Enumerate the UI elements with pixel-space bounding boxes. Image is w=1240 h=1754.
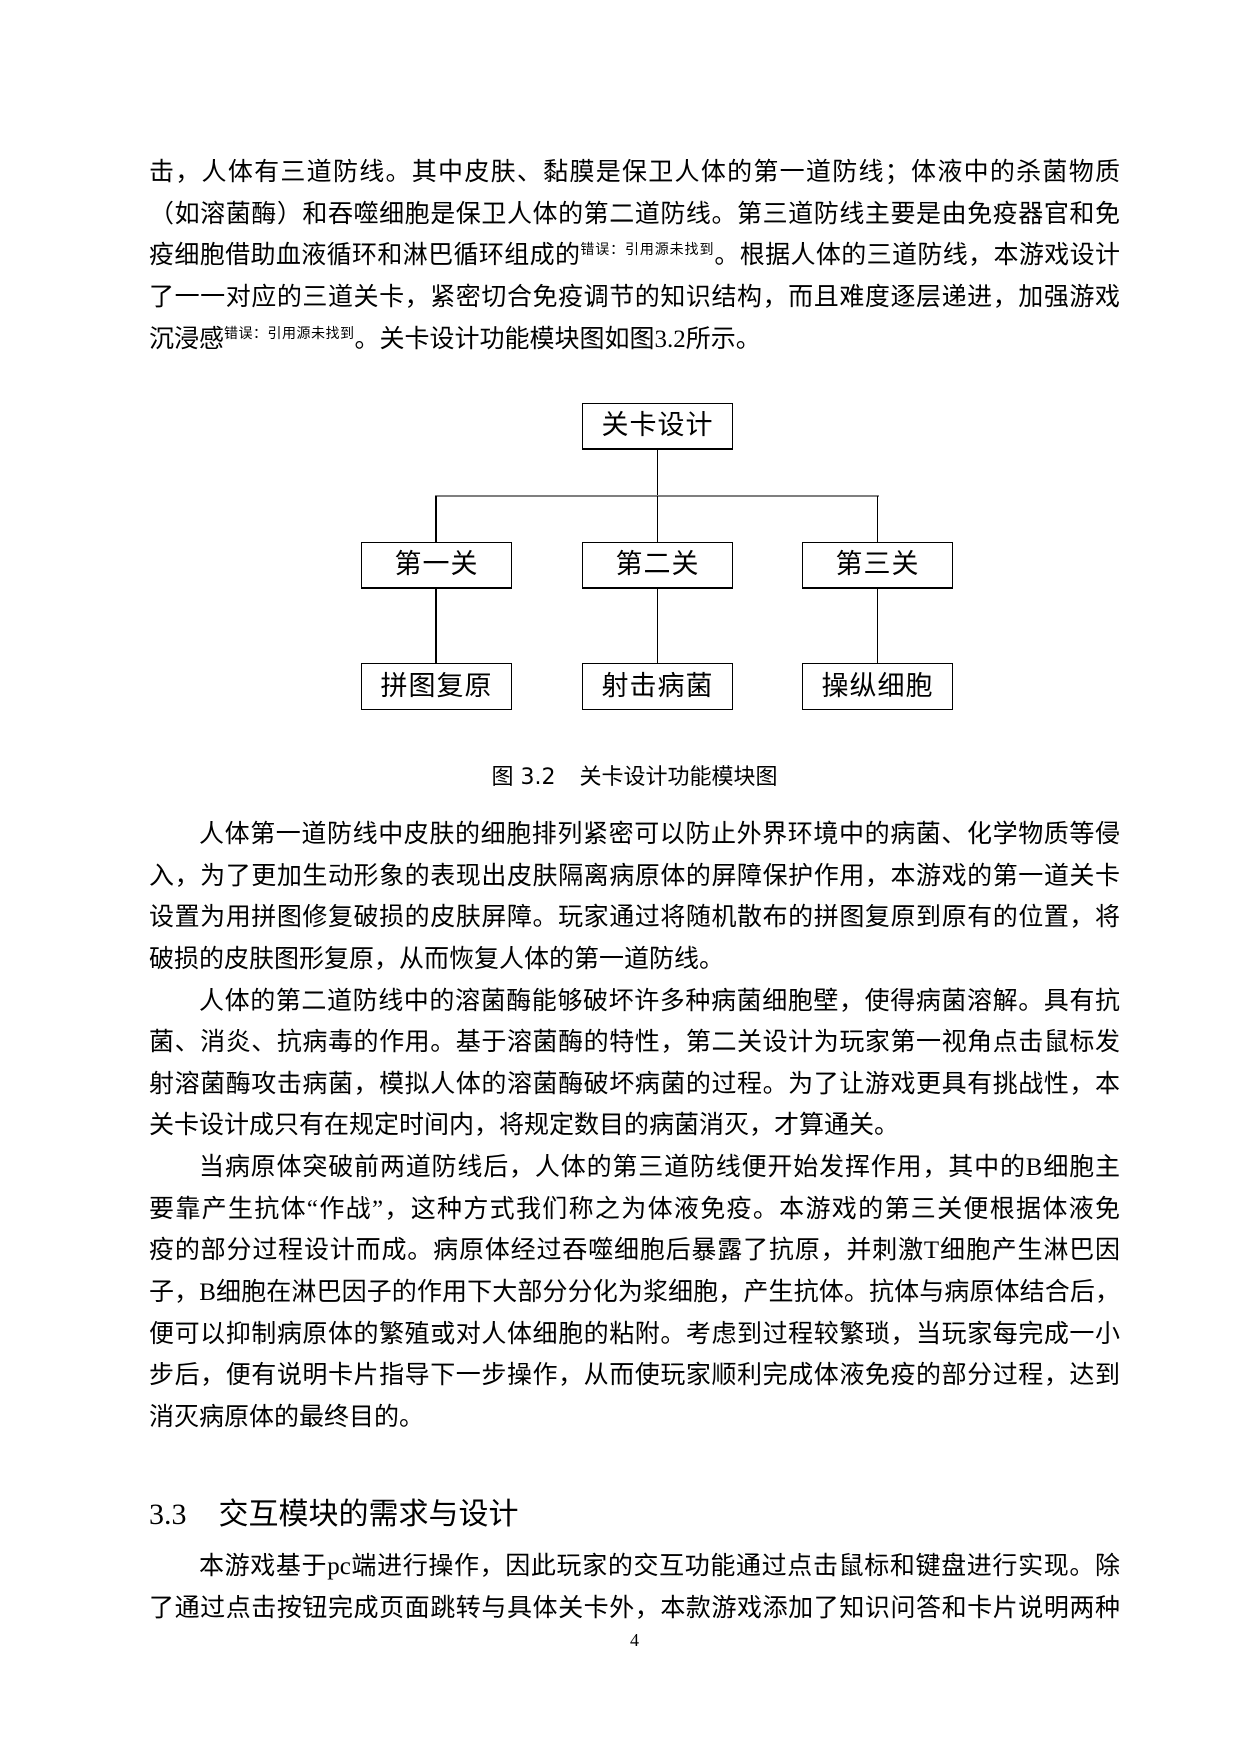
paragraph: 人体第一道防线中皮肤的细胞排列紧密可以防止外界环境中的病菌、化学物质等侵 入，为… <box>149 814 1120 981</box>
text-line: 设置为用拼图修复破损的皮肤屏障。玩家通过将随机散布的拼图复原到原有的位置，将 <box>149 904 1120 932</box>
diagram-node-level-2: 第二关 <box>582 542 733 589</box>
text-line: 便可以抑制病原体的繁殖或对人体细胞的粘附。考虑到过程较繁琐，当玩家每完成一小 <box>149 1320 1120 1348</box>
diagram-node-level-3: 第三关 <box>802 542 953 589</box>
text-line: 入，为了更加生动形象的表现出皮肤隔离病原体的屏障保护作用，本游戏的第一道关卡 <box>149 862 1120 890</box>
text-line: 了通过点击按钮完成页面跳转与具体关卡外，本款游戏添加了知识问答和卡片说明两种 <box>149 1594 1120 1622</box>
body-paragraphs: 人体第一道防线中皮肤的细胞排列紧密可以防止外界环境中的病菌、化学物质等侵 入，为… <box>149 814 1120 1438</box>
paragraph: 本游戏基于pc端进行操作，因此玩家的交互功能通过点击鼠标和键盘进行实现。除 了通… <box>149 1546 1120 1629</box>
diagram-node-puzzle-restore: 拼图复原 <box>361 663 512 710</box>
page-number: 4 <box>630 1630 639 1650</box>
text-segment: 疫细胞借助血液循环和淋巴循环组成的 <box>149 242 581 270</box>
text-line: 疫细胞借助血液循环和淋巴循环组成的错误：引用源未找到。根据人体的三道防线，本游戏… <box>149 235 1120 277</box>
text-line: 当病原体突破前两道防线后，人体的第三道防线便开始发挥作用，其中的B细胞主 <box>199 1154 1120 1181</box>
figure-caption: 图 3.2 关卡设计功能模块图 <box>149 763 1120 793</box>
text-segment: 。关卡设计功能模块图如图3.2所示。 <box>354 325 761 353</box>
diagram-node-root: 关卡设计 <box>582 403 733 450</box>
section-number: 3.3 <box>149 1498 187 1531</box>
citation-error-reference: 错误：引用源未找到 <box>224 326 355 342</box>
connector-line <box>657 589 658 663</box>
diagram-node-level-1: 第一关 <box>361 542 512 589</box>
section-title: 交互模块的需求与设计 <box>218 1497 519 1532</box>
figure-title: 关卡设计功能模块图 <box>579 765 778 790</box>
diagram-node-control-cells: 操纵细胞 <box>802 663 953 710</box>
diagram-node-shoot-germs: 射击病菌 <box>582 663 733 710</box>
citation-error-reference: 错误：引用源未找到 <box>580 243 715 259</box>
connector-line <box>657 496 658 542</box>
paragraph: 当病原体突破前两道防线后，人体的第三道防线便开始发挥作用，其中的B细胞主 要靠产… <box>149 1147 1120 1438</box>
paragraph-continuation: 击，人体有三道防线。其中皮肤、黏膜是保卫人体的第一道防线；体液中的杀菌物质 （如… <box>149 152 1120 360</box>
text-line: 人体的第二道防线中的溶菌酶能够破坏许多种病菌细胞壁，使得病菌溶解。具有抗 <box>199 987 1120 1015</box>
text-line: 了一一对应的三道关卡，紧密切合免疫调节的知识结构，而且难度逐层递进，加强游戏 <box>149 283 1120 311</box>
text-line: 消灭病原体的最终目的。 <box>149 1403 425 1431</box>
text-line: 子，B细胞在淋巴因子的作用下大部分分化为浆细胞，产生抗体。抗体与病原体结合后， <box>149 1278 1120 1306</box>
connector-line <box>877 496 878 542</box>
paragraph: 人体的第二道防线中的溶菌酶能够破坏许多种病菌细胞壁，使得病菌溶解。具有抗 菌、消… <box>149 981 1120 1148</box>
text-line: 击，人体有三道防线。其中皮肤、黏膜是保卫人体的第一道防线；体液中的杀菌物质 <box>149 159 1120 186</box>
text-line: 菌、消炎、抗病毒的作用。基于溶菌酶的特性，第二关设计为玩家第一视角点击鼠标发 <box>149 1029 1120 1057</box>
text-line: 要靠产生抗体“作战”，这种方式我们称之为体液免疫。本游戏的第三关便根据体液免 <box>149 1195 1120 1223</box>
text-line: 沉浸感错误：引用源未找到。关卡设计功能模块图如图3.2所示。 <box>149 319 1120 361</box>
text-segment: 沉浸感 <box>149 325 225 353</box>
text-line: 疫的部分过程设计而成。病原体经过吞噬细胞后暴露了抗原，并刺激T细胞产生淋巴因 <box>149 1237 1120 1265</box>
text-line: 关卡设计成只有在规定时间内，将规定数目的病菌消灭，才算通关。 <box>149 1112 900 1140</box>
text-line: 人体第一道防线中皮肤的细胞排列紧密可以防止外界环境中的病菌、化学物质等侵 <box>199 821 1120 848</box>
connector-line <box>435 589 437 663</box>
connector-line <box>657 450 658 496</box>
connector-line <box>435 496 437 542</box>
text-line: 步后，便有说明卡片指导下一步操作，从而使玩家顺利完成体液免疫的部分过程，达到 <box>149 1362 1120 1390</box>
text-segment: 。根据人体的三道防线，本游戏设计 <box>714 242 1120 270</box>
section-heading: 3.3 交互模块的需求与设计 <box>149 1490 519 1540</box>
figure-number: 图 3.2 <box>491 765 556 790</box>
text-line: 本游戏基于pc端进行操作，因此玩家的交互功能通过点击鼠标和键盘进行实现。除 <box>199 1553 1120 1580</box>
text-line: 射溶菌酶攻击病菌，模拟人体的溶菌酶破坏病菌的过程。为了让游戏更具有挑战性，本 <box>149 1070 1120 1098</box>
connector-line <box>877 589 878 663</box>
text-line: 破损的皮肤图形复原，从而恢复人体的第一道防线。 <box>149 945 725 973</box>
text-line: （如溶菌酶）和吞噬细胞是保卫人体的第二道防线。第三道防线主要是由免疫器官和免 <box>149 200 1120 228</box>
